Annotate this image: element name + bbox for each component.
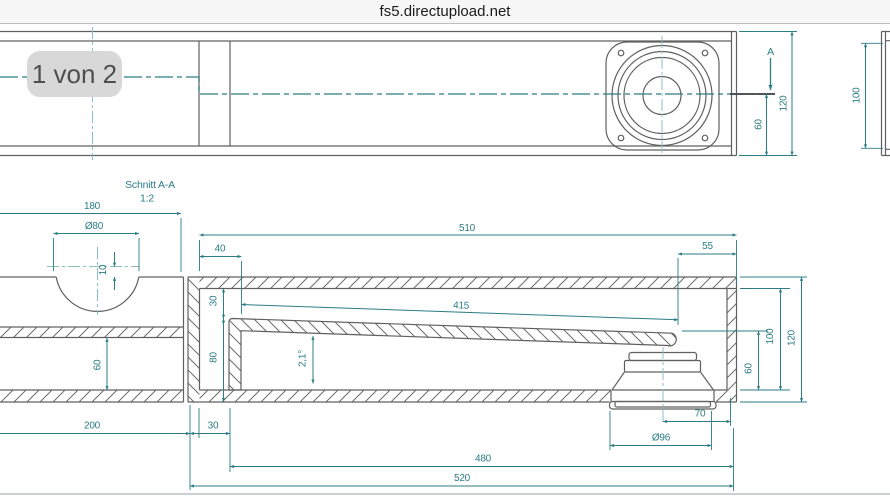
section-title: Schnitt A-A (125, 179, 175, 191)
dim-right-120: 120 (787, 329, 798, 346)
dim-80: 80 (209, 352, 220, 363)
dim-40: 40 (215, 244, 226, 255)
screw-hole (617, 134, 625, 142)
dim-side-100: 100 (852, 87, 863, 104)
dimension-lines (0, 31, 868, 488)
section-view-geometry (0, 276, 738, 410)
screw-hole (617, 49, 625, 57)
dim-port-d80: Ø80 (85, 221, 104, 232)
dim-200: 200 (84, 421, 101, 432)
bottom-separator (0, 493, 890, 495)
browser-toolbar: fs5.directupload.net (0, 0, 890, 24)
cut-letter-label: A (767, 46, 774, 58)
dim-10: 10 (98, 264, 109, 275)
page-indicator-badge: 1 von 2 (27, 51, 122, 97)
dim-510: 510 (459, 223, 476, 234)
url-title[interactable]: fs5.directupload.net (379, 3, 511, 20)
dim-left-60: 60 (93, 359, 104, 370)
dim-55: 55 (702, 241, 713, 252)
dim-angle: 2,1° (298, 350, 309, 367)
dim-520: 520 (454, 473, 471, 484)
extension-lines (53, 31, 883, 491)
section-scale: 1:2 (140, 193, 154, 205)
dim-d96: Ø96 (652, 433, 671, 444)
dim-right-60: 60 (744, 363, 755, 374)
dim-top-120: 120 (779, 95, 790, 112)
dim-wall-30: 30 (209, 295, 220, 306)
section-hatching (0, 277, 737, 402)
screw-hole (701, 134, 709, 142)
dim-right-100: 100 (765, 328, 776, 345)
dim-bottom-30: 30 (208, 421, 219, 432)
dim-180: 180 (84, 201, 101, 212)
dim-top-60: 60 (754, 119, 765, 130)
dimension-labels: Schnitt A-A 1:2 A 60 120 100 180 Ø80 10 … (84, 46, 863, 484)
dim-480: 480 (475, 454, 492, 465)
dim-70: 70 (695, 409, 706, 420)
dim-415: 415 (453, 300, 470, 312)
screw-hole (701, 49, 709, 57)
